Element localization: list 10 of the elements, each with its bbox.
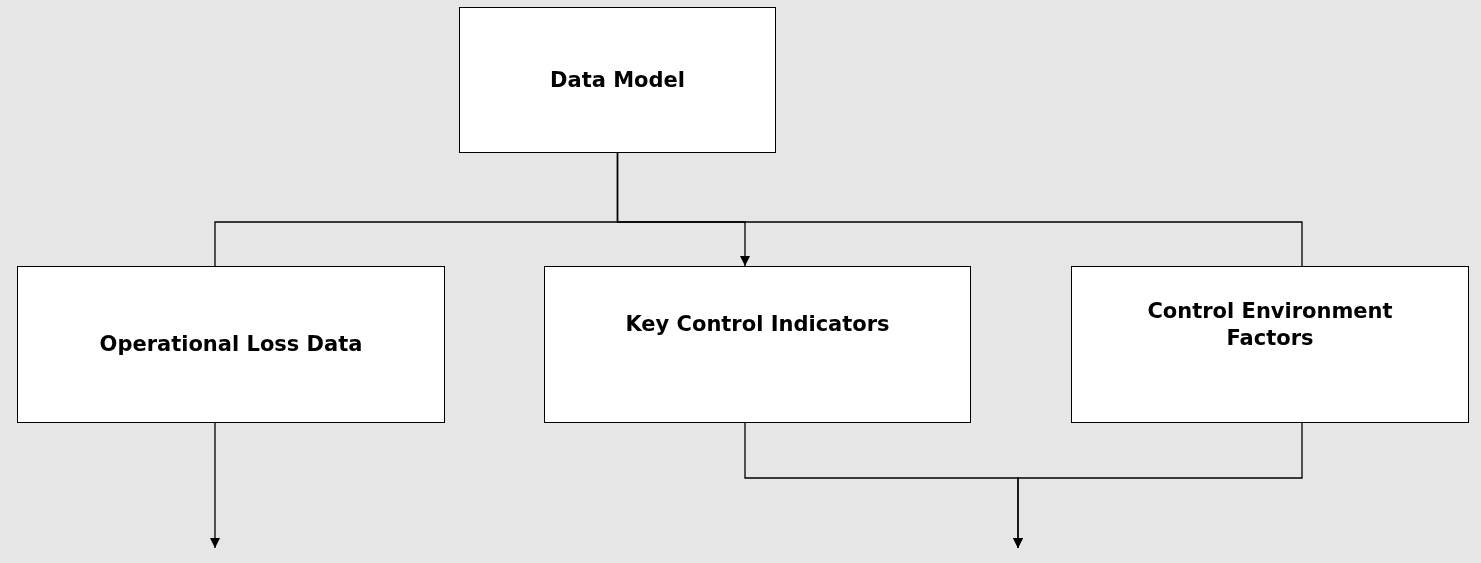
box-label: Operational Loss Data [99,331,363,358]
process-box [17,266,445,423]
box-label: Control Environment Factors [1146,298,1394,351]
connector-arrow [1013,422,1303,549]
process-box [459,7,776,153]
process-box [544,266,971,423]
box-label: Data Model [550,66,685,94]
box-label: Key Control Indicators [625,311,890,338]
connector-arrow [210,422,220,549]
process-box [1071,266,1469,423]
